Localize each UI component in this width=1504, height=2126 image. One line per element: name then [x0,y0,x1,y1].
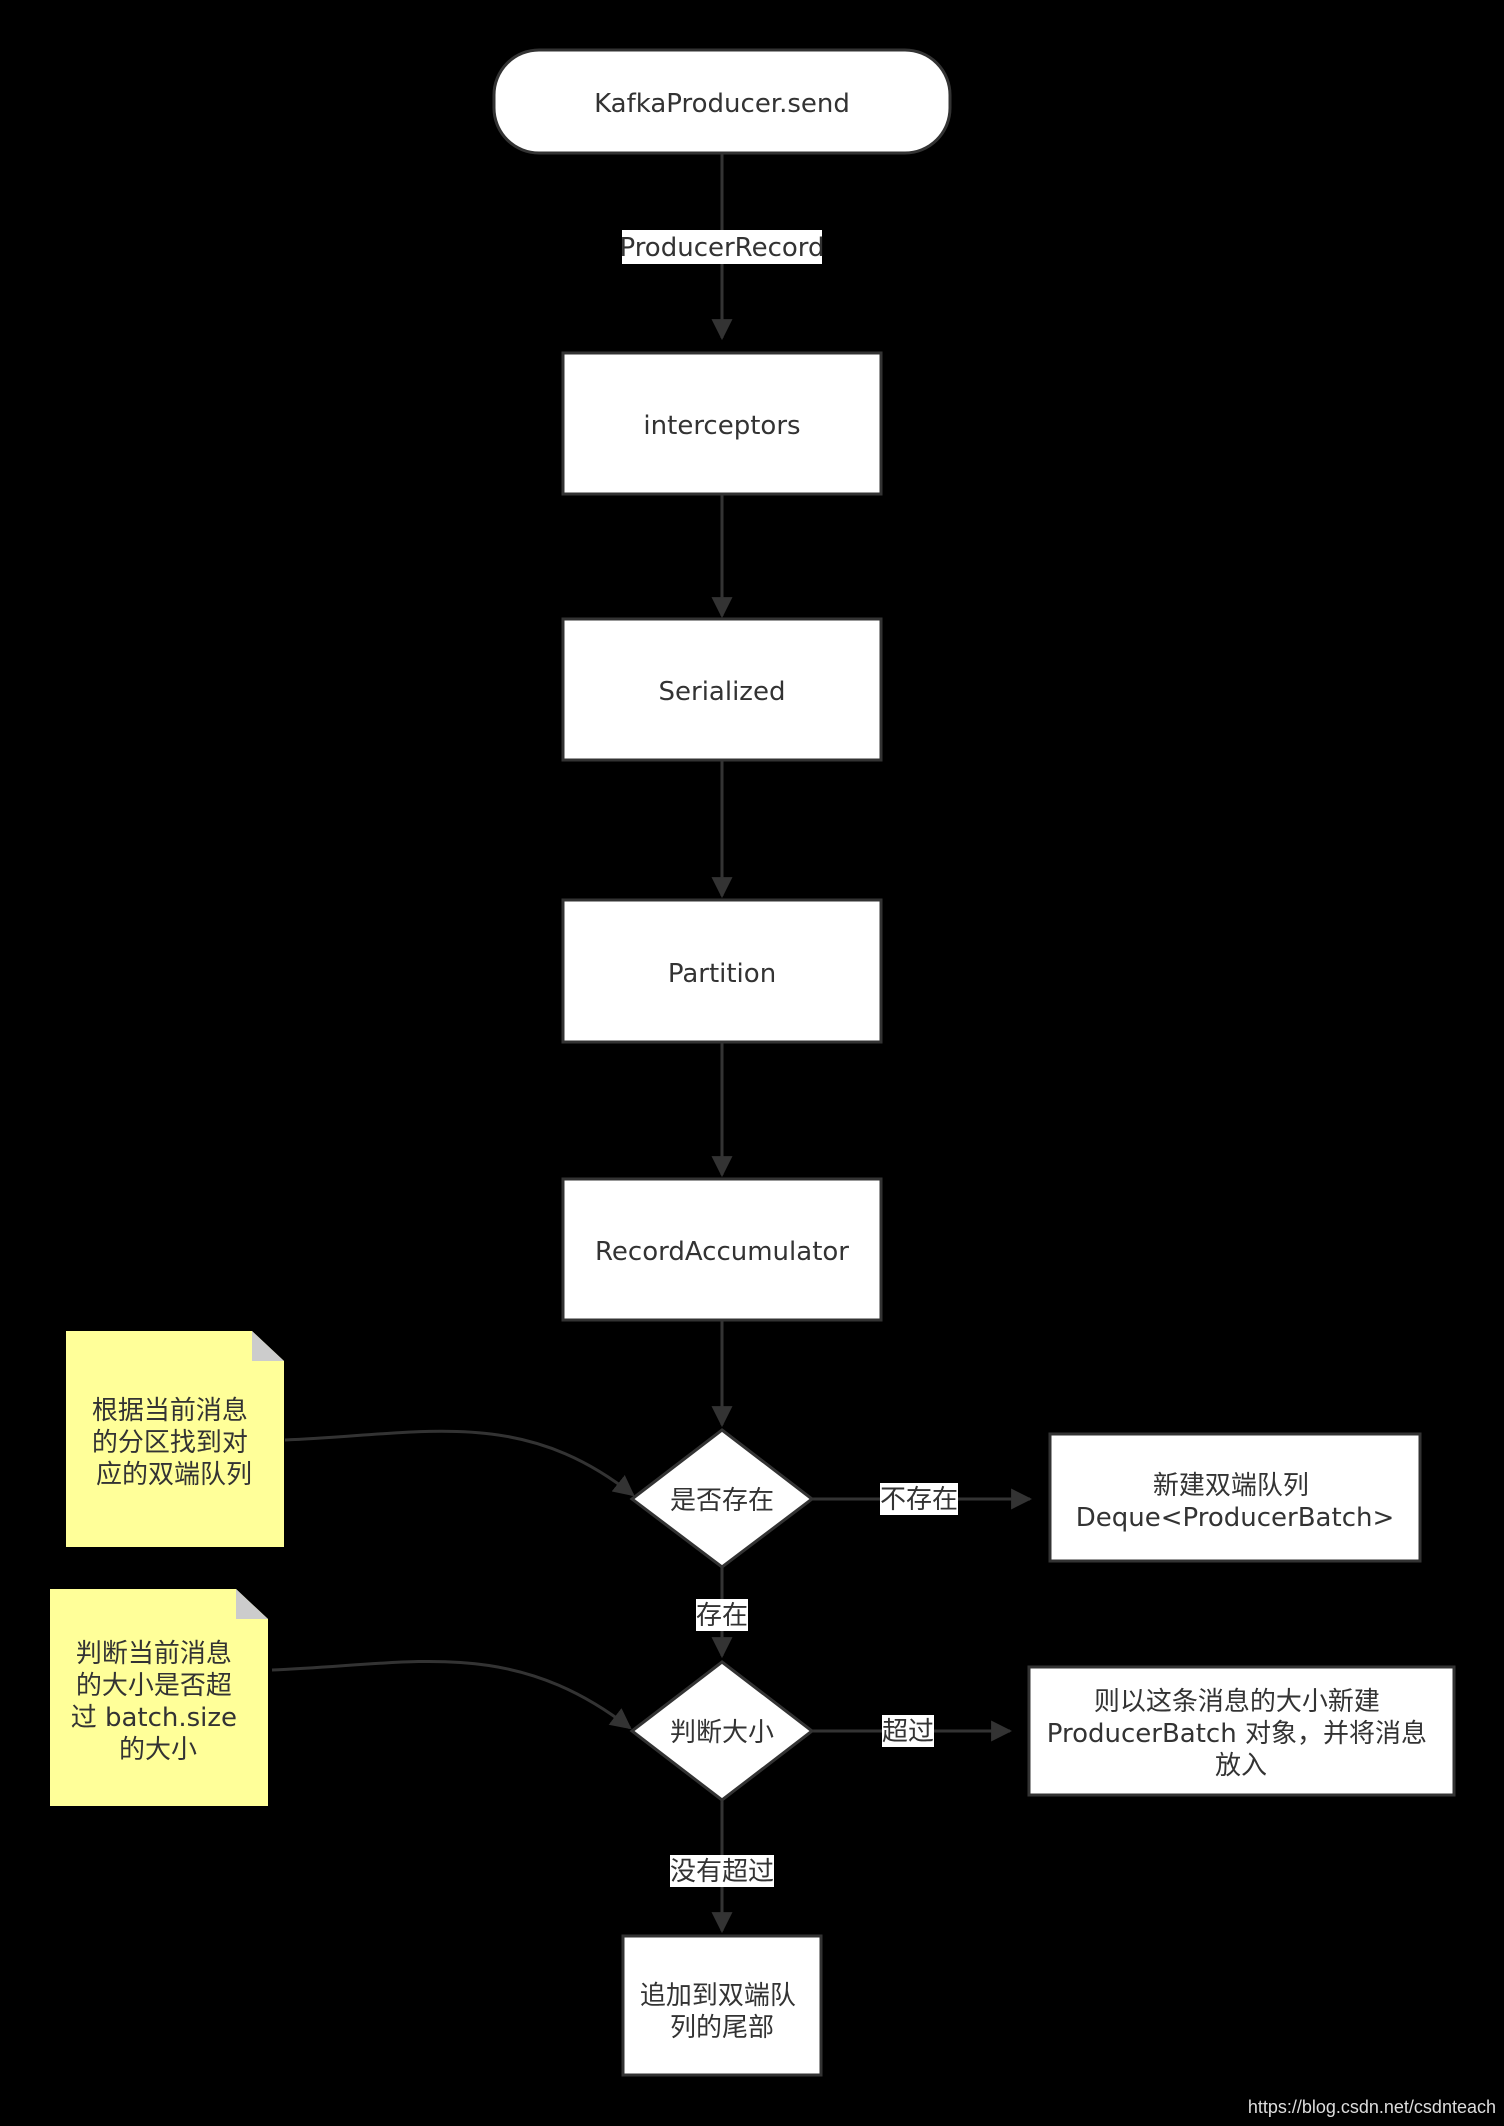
svg-text:是否存在: 是否存在 [670,1486,774,1516]
watermark-url: https://blog.csdn.net/csdnteach [1247,2097,1496,2117]
svg-text:Serialized: Serialized [659,677,786,707]
svg-text:则以这条消息的大小新建 ProducerBatc: 则以这条消息的大小新建 ProducerBatch 对象，并将消息 放入 [1047,1687,1435,1781]
new-batch-node: 则以这条消息的大小新建 ProducerBatch 对象，并将消息 放入 [1027,1665,1456,1797]
new-deque-node: 新建双端队列 Deque<ProducerBatch> [1048,1432,1422,1563]
partition-node: Partition [561,898,883,1044]
edge-label-exceeds: 超过 [882,1715,934,1747]
edge-label-not-exists: 不存在 [880,1483,958,1515]
svg-text:ProducerRecord: ProducerRecord [619,233,824,263]
append-tail-node: 追加到双端队 列的尾部 [621,1934,823,2077]
interceptors-node: interceptors [561,351,883,496]
svg-text:RecordAccumulator: RecordAccumulator [595,1237,849,1267]
edge-label-exists: 存在 [696,1599,748,1631]
svg-text:KafkaProducer.send: KafkaProducer.send [594,89,850,119]
svg-text:存在: 存在 [696,1601,748,1631]
record-accumulator-node: RecordAccumulator [561,1177,883,1322]
note-find-deque: 根据当前消息 的分区找到对 应的双端队列 [66,1331,284,1547]
edge-note1-exists [284,1429,635,1497]
serialized-node: Serialized [561,617,883,762]
svg-text:追加到双端队 列的尾部: 追加到双端队 列的尾部 [640,1981,804,2043]
svg-text:判断大小: 判断大小 [670,1718,774,1748]
edge-label-producer-record: ProducerRecord [619,230,825,264]
note-check-size: 判断当前消息 的大小是否超 过 batch.size 的大小 [50,1589,268,1806]
edge-note2-size [271,1659,632,1730]
svg-text:不存在: 不存在 [880,1485,958,1515]
svg-text:超过: 超过 [882,1717,934,1747]
svg-text:interceptors: interceptors [643,411,800,441]
start-node: KafkaProducer.send [492,48,952,155]
size-decision-node: 判断大小 [629,1660,815,1802]
svg-text:Partition: Partition [668,959,776,989]
exists-decision-node: 是否存在 [629,1428,815,1569]
svg-text:新建双端队列 Deque<ProducerBat: 新建双端队列 Deque<ProducerBatch> [1076,1471,1395,1533]
svg-text:没有超过: 没有超过 [670,1857,774,1887]
svg-text:判断当前消息 的大小是否超 过 ba: 判断当前消息 的大小是否超 过 batch.size 的大小 [71,1639,246,1765]
svg-text:根据当前消息 的分区找到对 应的双端: 根据当前消息 的分区找到对 应的双端队列 [92,1396,256,1490]
edge-label-not-exceeds: 没有超过 [670,1855,774,1887]
